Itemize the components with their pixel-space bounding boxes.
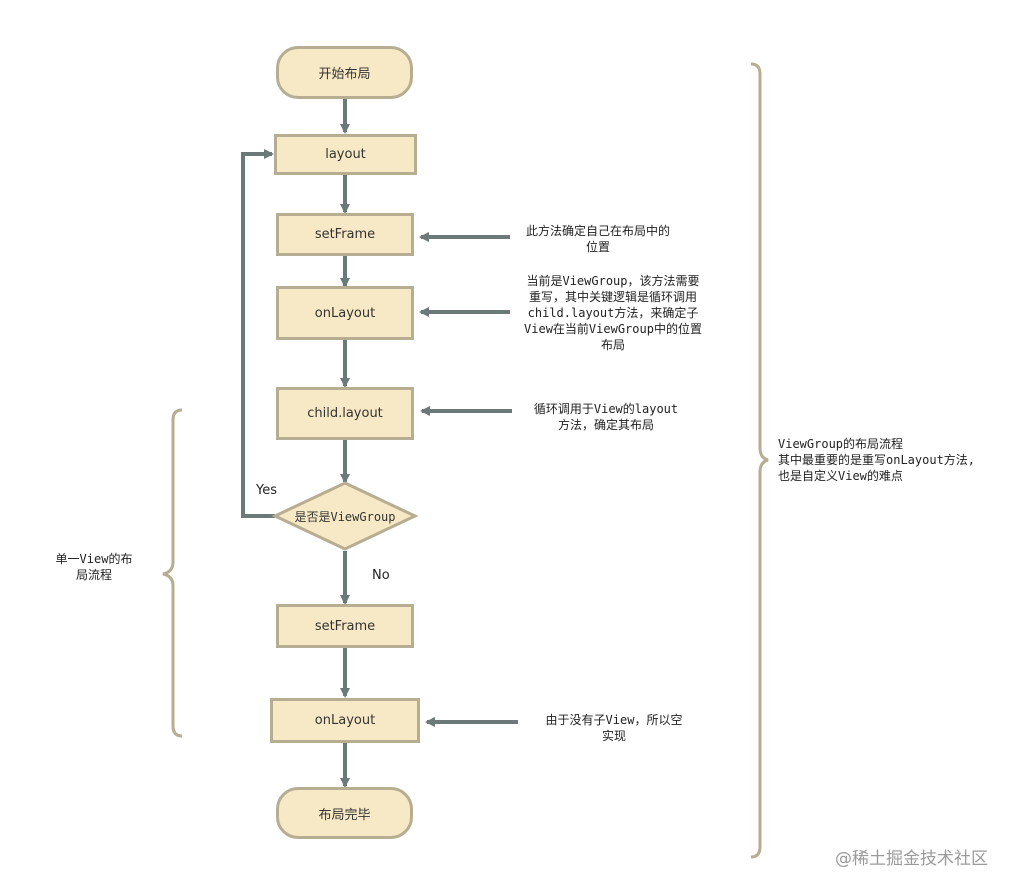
- decision-label: 是否是ViewGroup: [294, 510, 396, 524]
- childlayout-note: 循环调用于View的layout 方法，确定其布局: [518, 401, 694, 433]
- single-view-flow-line-1: 单一View的布: [55, 552, 133, 566]
- onlayout-node: onLayout: [276, 286, 414, 340]
- layout-node: layout: [274, 134, 417, 175]
- onlayout2-note: 由于没有子View，所以空 实现: [526, 712, 702, 744]
- setframe-note-line-2: 位置: [585, 240, 610, 254]
- setframe-node: setFrame: [276, 213, 414, 256]
- childlayout-note-line-1: 循环调用于View的layout: [533, 402, 679, 416]
- single-view-flow-note: 单一View的布 局流程: [44, 551, 144, 583]
- yes-label: Yes: [256, 483, 277, 498]
- onlayout-note-line-3: child.layout方法，来确定子: [527, 306, 699, 320]
- right-brace: [750, 62, 769, 859]
- onlayout2-node: onLayout: [270, 698, 420, 743]
- viewgroup-flow-note: ViewGroup的布局流程 其中最重要的是重写onLayout方法, 也是自定…: [778, 436, 1014, 484]
- onlayout-note-line-5: 布局: [600, 338, 625, 352]
- decision-diamond: [271, 481, 419, 551]
- setframe-note: 此方法确定自己在布局中的 位置: [512, 223, 684, 255]
- setframe-note-line-1: 此方法确定自己在布局中的: [525, 224, 670, 238]
- onlayout-note-line-2: 重写，其中关键逻辑是循环调用: [528, 290, 697, 304]
- viewgroup-flow-line-2: 其中最重要的是重写onLayout方法,: [778, 453, 976, 467]
- watermark: @稀土掘金技术社区: [835, 849, 988, 869]
- child-layout-node: child.layout: [276, 387, 414, 440]
- onlayout2-note-line-1: 由于没有子View，所以空: [545, 713, 683, 727]
- no-label: No: [372, 568, 390, 583]
- viewgroup-flow-line-3: 也是自定义View的难点: [778, 469, 903, 483]
- arrow-decision-yes-loop: [241, 149, 275, 518]
- start-node: 开始布局: [276, 46, 413, 99]
- viewgroup-flow-line-1: ViewGroup的布局流程: [778, 437, 904, 451]
- left-brace: [162, 408, 183, 738]
- onlayout2-note-line-2: 实现: [601, 729, 626, 743]
- end-node: 布局完毕: [276, 787, 413, 839]
- onlayout-note-line-4: View在当前ViewGroup中的位置: [524, 322, 702, 336]
- single-view-flow-line-2: 局流程: [75, 568, 112, 582]
- onlayout-note: 当前是ViewGroup，该方法需要 重写，其中关键逻辑是循环调用 child.…: [510, 273, 716, 353]
- onlayout-note-line-1: 当前是ViewGroup，该方法需要: [526, 274, 700, 288]
- childlayout-note-line-2: 方法，确定其布局: [557, 418, 654, 432]
- setframe2-node: setFrame: [276, 604, 414, 648]
